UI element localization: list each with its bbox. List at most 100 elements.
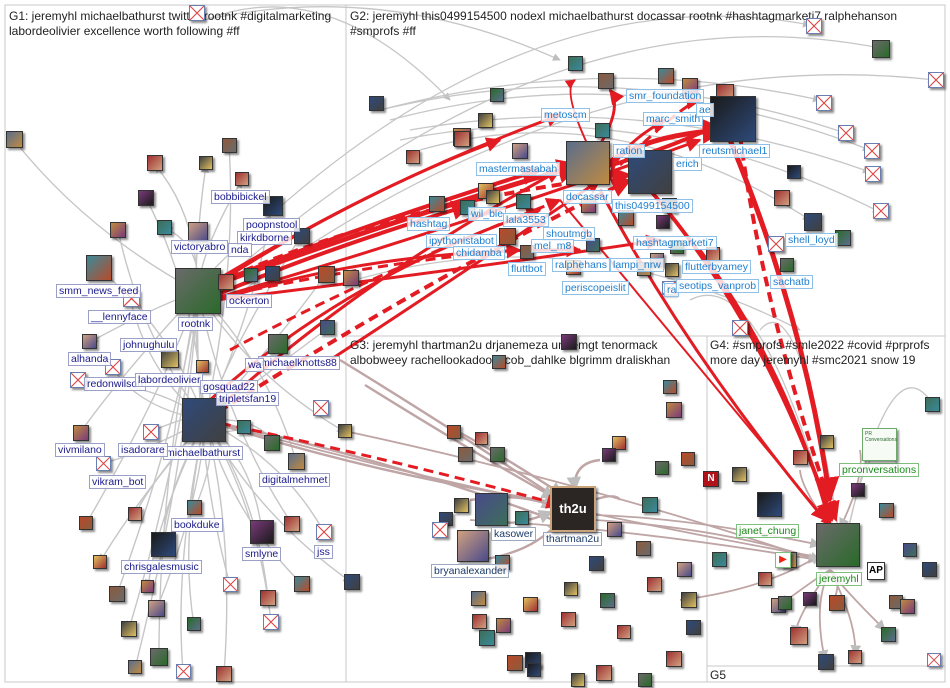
node-label[interactable]: periscopeislit [562, 281, 629, 295]
user-avatar-node[interactable] [128, 507, 142, 521]
missing-image-node[interactable] [816, 95, 832, 111]
node-label[interactable]: lampi_nrw [610, 258, 664, 272]
user-avatar-node[interactable] [141, 580, 154, 593]
user-avatar-node[interactable] [490, 88, 504, 102]
prconversations-avatar[interactable]: PR Conversations [862, 428, 897, 461]
node-label[interactable]: metoscm [541, 108, 590, 122]
user-avatar-node[interactable] [666, 651, 682, 667]
node-label[interactable]: nda [228, 243, 252, 257]
node-label[interactable]: vivmilano [55, 443, 105, 457]
user-avatar-node[interactable] [681, 592, 697, 608]
node-label[interactable]: bryanalexander [431, 564, 509, 578]
node-label[interactable]: chidamba [453, 246, 505, 260]
node-label[interactable]: mastermastabah [476, 162, 560, 176]
user-avatar-node[interactable] [175, 268, 221, 314]
node-label[interactable]: docassar [563, 190, 612, 204]
user-avatar-node[interactable] [93, 555, 107, 569]
user-avatar-node[interactable] [294, 576, 310, 592]
user-avatar-node[interactable] [658, 68, 674, 84]
missing-image-node[interactable] [176, 664, 191, 679]
user-avatar-node[interactable] [677, 562, 692, 577]
missing-image-node[interactable] [928, 72, 944, 88]
user-avatar-node[interactable] [475, 493, 508, 526]
user-avatar-node[interactable] [647, 577, 662, 592]
node-label[interactable]: ration [613, 144, 645, 158]
user-avatar-node[interactable] [475, 432, 488, 445]
missing-image-node[interactable] [806, 18, 822, 34]
user-avatar-node[interactable] [602, 448, 616, 462]
user-avatar-node[interactable] [595, 123, 610, 138]
missing-image-node[interactable] [865, 166, 881, 182]
user-avatar-node[interactable] [260, 590, 276, 606]
node-label[interactable]: wil_bie [468, 207, 506, 221]
user-avatar-node[interactable] [496, 618, 511, 633]
user-avatar-node[interactable] [499, 228, 516, 245]
user-avatar-node[interactable] [138, 190, 154, 206]
node-label[interactable]: vikram_bot [89, 475, 146, 489]
user-avatar-node[interactable] [447, 425, 461, 439]
node-label[interactable]: jeremyhl [816, 572, 862, 586]
user-avatar-node[interactable] [110, 222, 126, 238]
user-avatar-node[interactable] [343, 270, 359, 286]
node-label[interactable]: erich [673, 157, 702, 171]
user-avatar-node[interactable] [512, 143, 528, 159]
user-avatar-node[interactable] [589, 556, 604, 571]
missing-image-node[interactable] [316, 524, 332, 540]
node-label[interactable]: marc_smith [643, 112, 703, 126]
node-label[interactable]: victoryabro [171, 240, 228, 254]
user-avatar-node[interactable] [818, 654, 834, 670]
user-avatar-node[interactable] [148, 600, 165, 617]
user-avatar-node[interactable] [710, 96, 756, 142]
user-avatar-node[interactable] [478, 113, 493, 128]
user-avatar-node[interactable] [881, 627, 896, 642]
user-avatar-node[interactable] [406, 150, 420, 164]
node-label[interactable]: fluttbot [508, 262, 546, 276]
user-avatar-node[interactable] [344, 574, 360, 590]
user-avatar-node[interactable] [216, 666, 232, 682]
user-avatar-node[interactable] [486, 190, 500, 204]
node-label[interactable]: wa [245, 358, 264, 372]
missing-image-node[interactable] [864, 143, 880, 159]
user-avatar-node[interactable] [566, 141, 610, 185]
user-avatar-node[interactable] [712, 552, 727, 567]
user-avatar-node[interactable] [318, 266, 335, 283]
user-avatar-node[interactable] [523, 597, 538, 612]
user-avatar-node[interactable] [161, 350, 179, 368]
user-avatar-node[interactable] [922, 562, 937, 577]
user-avatar-node[interactable] [147, 155, 163, 171]
node-label[interactable]: lala3553 [503, 213, 549, 227]
user-avatar-node[interactable] [429, 196, 445, 212]
node-label[interactable]: digitalmehmet [259, 473, 330, 487]
user-avatar-node[interactable] [157, 220, 172, 235]
user-avatar-node[interactable] [829, 595, 845, 611]
user-avatar-node[interactable] [780, 258, 794, 272]
user-avatar-node[interactable] [222, 138, 237, 153]
user-avatar-node[interactable] [879, 503, 894, 518]
user-avatar-node[interactable] [472, 614, 487, 629]
user-avatar-node[interactable] [900, 599, 915, 614]
node-label[interactable]: this0499154500 [612, 199, 693, 213]
node-label[interactable]: labordeolivier [135, 373, 203, 387]
user-avatar-node[interactable] [903, 543, 917, 557]
user-avatar-node[interactable] [265, 266, 280, 281]
node-label[interactable]: ae [696, 103, 714, 117]
node-label[interactable]: seotips_vanprob [676, 279, 759, 293]
node-label[interactable]: sachatb [770, 275, 813, 289]
missing-image-node[interactable] [732, 320, 748, 336]
user-avatar-node[interactable] [617, 625, 631, 639]
node-label[interactable]: kasower [491, 527, 536, 541]
user-avatar-node[interactable] [816, 523, 860, 567]
user-avatar-node[interactable] [187, 500, 202, 515]
node-label[interactable]: rootnk [178, 317, 213, 331]
missing-image-node[interactable] [313, 400, 329, 416]
user-avatar-node[interactable] [561, 612, 576, 627]
node-label[interactable]: flutterbyamey [682, 260, 751, 274]
user-avatar-node[interactable] [732, 467, 747, 482]
user-avatar-node[interactable] [471, 591, 486, 606]
node-label[interactable]: jss [314, 545, 333, 559]
user-avatar-node[interactable] [284, 516, 300, 532]
user-avatar-node[interactable] [793, 450, 808, 465]
user-avatar-node[interactable] [564, 582, 578, 596]
node-label[interactable]: tripletsfan19 [216, 392, 279, 406]
th2u-avatar[interactable]: th2u [550, 486, 596, 532]
